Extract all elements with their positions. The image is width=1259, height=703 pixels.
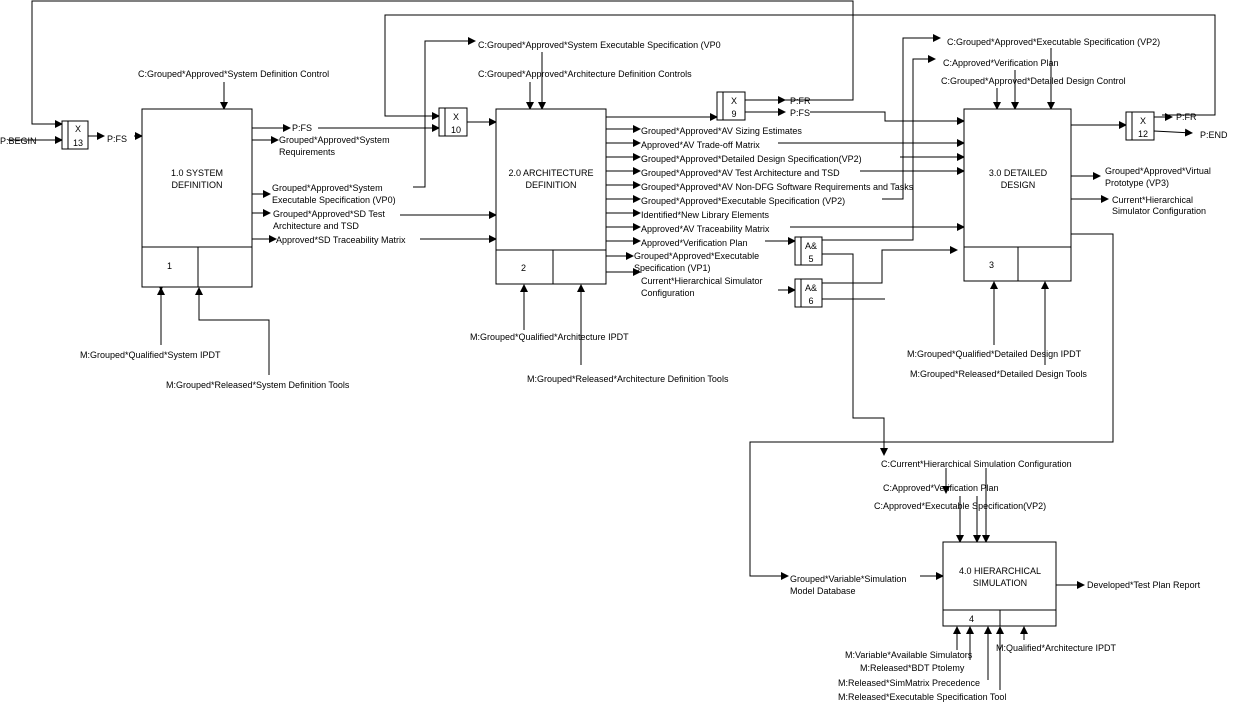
arrow-label: P:FS: [790, 108, 810, 118]
arrow-label: 5: [808, 254, 813, 264]
arrow-label: Grouped*Approved*Detailed Design Specifi…: [641, 154, 862, 164]
arrow-label: A&: [805, 283, 817, 293]
box-title: SIMULATION: [973, 578, 1027, 588]
arrow-label: C:Approved*Verification Plan: [943, 58, 1059, 68]
arrow-label: C:Grouped*Approved*Detailed Design Contr…: [941, 76, 1126, 86]
arrow-label: Approved*Verification Plan: [641, 238, 748, 248]
arrow-label: Current*Hierarchical Simulator: [641, 276, 763, 286]
box-number: 2: [521, 263, 526, 273]
arrow-label: Grouped*Approved*AV Test Architecture an…: [641, 168, 840, 178]
arrow-label: Grouped*Approved*SD Test: [273, 209, 385, 219]
arrow-label: C:Approved*Executable Specification(VP2): [874, 501, 1046, 511]
arrow-label: C:Grouped*Approved*System Executable Spe…: [478, 40, 721, 50]
arrow-label: M:Grouped*Qualified*Architecture IPDT: [470, 332, 629, 342]
arrow-label: M:Grouped*Released*Architecture Definiti…: [527, 374, 729, 384]
arrow-label: Grouped*Approved*System: [272, 183, 383, 193]
junction-x13: X 13: [61, 120, 89, 150]
arrow-label: Current*Hierarchical: [1112, 195, 1193, 205]
arrow-label: X: [1140, 116, 1146, 126]
box-title: 3.0 DETAILED: [989, 168, 1048, 178]
box-title: DEFINITION: [172, 180, 223, 190]
arrow-label: Architecture and TSD: [273, 221, 359, 231]
arrow-label: X: [75, 124, 81, 134]
arrow-label: C:Grouped*Approved*Executable Specificat…: [947, 37, 1160, 47]
box-title: 4.0 HIERARCHICAL: [959, 566, 1041, 576]
arrow-label: M:Grouped*Released*System Definition Too…: [166, 380, 350, 390]
arrow-label: M:Grouped*Qualified*Detailed Design IPDT: [907, 349, 1082, 359]
junction-and6: A&6: [794, 278, 823, 308]
arrow-label: P:END: [1200, 130, 1228, 140]
arrow-label: 12: [1138, 129, 1148, 139]
arrow-label: Grouped*Approved*Executable Specificatio…: [641, 196, 845, 206]
arrow-label: Grouped*Approved*AV Sizing Estimates: [641, 126, 802, 136]
arrow-label: M:Released*BDT Ptolemy: [860, 663, 965, 673]
box-title: 2.0 ARCHITECTURE: [508, 168, 593, 178]
arrow-label: M:Qualified*Architecture IPDT: [996, 643, 1117, 653]
arrow-label: P:BEGIN: [0, 136, 37, 146]
arrow-label: 13: [73, 138, 83, 148]
arrow-label: 6: [808, 296, 813, 306]
arrow-label: Model Database: [790, 586, 856, 596]
arrow-label: P:FR: [1176, 112, 1197, 122]
arrow-label: 10: [451, 125, 461, 135]
arrow-label: Configuration: [641, 288, 695, 298]
arrow-label: X: [453, 112, 459, 122]
arrow-label: P:FS: [107, 134, 127, 144]
box-number: 3: [989, 260, 994, 270]
arrow-labels: P:BEGIN P:FS C:Grouped*Approved*System D…: [0, 37, 1228, 702]
arrow-label: Approved*AV Trade-off Matrix: [641, 140, 760, 150]
connection-arrows: [8, 0, 1216, 690]
arrow-label: A&: [805, 241, 817, 251]
arrow-label: C:Current*Hierarchical Simulation Config…: [881, 459, 1072, 469]
arrow-label: Developed*Test Plan Report: [1087, 580, 1201, 590]
box-number: 4: [969, 614, 974, 624]
activity-box-2[interactable]: 2.0 ARCHITECTURE DEFINITION 2: [495, 108, 607, 285]
arrow-label: Approved*AV Traceability Matrix: [641, 224, 770, 234]
arrow-label: Grouped*Variable*Simulation: [790, 574, 906, 584]
arrow-label: Approved*SD Traceability Matrix: [276, 235, 406, 245]
activity-box-1[interactable]: 1.0 SYSTEM DEFINITION 1: [141, 108, 253, 288]
arrow-label: M:Grouped*Qualified*System IPDT: [80, 350, 221, 360]
arrow-label: 9: [731, 109, 736, 119]
arrow-label: C:Approved*Verification Plan: [883, 483, 999, 493]
box-number: 1: [167, 261, 172, 271]
junction-x12: X 12: [1125, 111, 1155, 141]
arrow-label: Grouped*Approved*System: [279, 135, 390, 145]
arrow-label: Grouped*Approved*AV Non-DFG Software Req…: [641, 182, 914, 192]
box-title: DESIGN: [1001, 180, 1036, 190]
activity-box-3[interactable]: 3.0 DETAILED DESIGN 3: [963, 108, 1072, 282]
arrow-label: M:Released*SimMatrix Precedence: [838, 678, 980, 688]
arrow-label: P:FR: [790, 96, 811, 106]
junction-x10: X 10: [438, 107, 468, 137]
arrow-label: Grouped*Approved*Executable: [634, 251, 759, 261]
arrow-label: M:Variable*Available Simulators: [845, 650, 973, 660]
arrow-label: X: [731, 96, 737, 106]
arrow-label: Grouped*Approved*Virtual: [1105, 166, 1211, 176]
arrow-label: Executable Specification (VP0): [272, 195, 396, 205]
arrow-label: Simulator Configuration: [1112, 206, 1206, 216]
arrow-label: M:Released*Executable Specification Tool: [838, 692, 1006, 702]
arrow-label: Requirements: [279, 147, 336, 157]
arrow-label: Identified*New Library Elements: [641, 210, 770, 220]
box-title: 1.0 SYSTEM: [171, 168, 223, 178]
junction-and5: A&5: [794, 236, 823, 266]
box-title: DEFINITION: [526, 180, 577, 190]
arrow-label: P:FS: [292, 123, 312, 133]
junction-x9: X9: [716, 91, 746, 121]
activity-box-4[interactable]: 4.0 HIERARCHICAL SIMULATION 4: [942, 541, 1057, 627]
arrow-label: C:Grouped*Approved*System Definition Con…: [138, 69, 329, 79]
arrow-label: Specification (VP1): [634, 263, 711, 273]
arrow-label: M:Grouped*Released*Detailed Design Tools: [910, 369, 1087, 379]
arrow-label: Prototype (VP3): [1105, 178, 1169, 188]
arrow-label: C:Grouped*Approved*Architecture Definiti…: [478, 69, 692, 79]
